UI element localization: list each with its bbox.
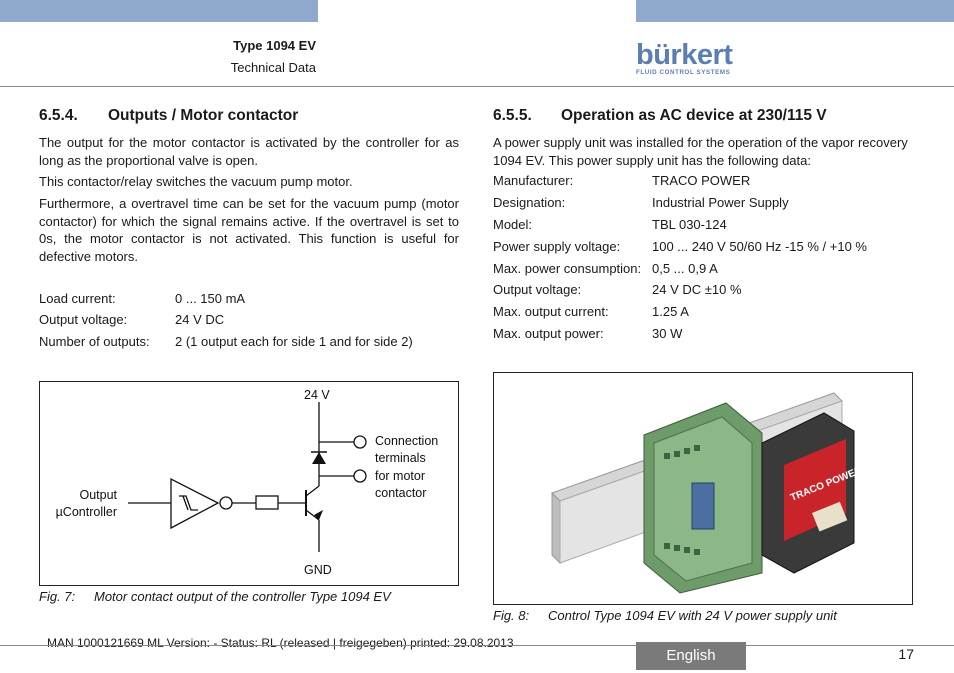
spec-label: Number of outputs: — [39, 334, 150, 349]
spec-value: 30 W — [652, 326, 683, 341]
top-bar-left — [0, 0, 318, 22]
power-supply-sticker — [811, 501, 848, 532]
spec-value: 24 V DC — [175, 312, 225, 327]
spec-label: Manufacturer: — [493, 173, 574, 188]
caption-text: Motor contact output of the controller T… — [94, 589, 391, 604]
header-divider — [0, 86, 954, 87]
freewheel-diode — [312, 452, 326, 464]
logo-tagline: FLUID CONTROL SYSTEMS — [636, 69, 731, 76]
spec-label: Model: — [493, 217, 533, 232]
figure-caption: Fig. 7: Motor contact output of the contr… — [39, 589, 391, 604]
spec-label: Output voltage: — [493, 282, 582, 297]
supply-label: 24 V — [304, 388, 330, 402]
spec-label: Output voltage: — [39, 312, 128, 327]
output-label-line: contactor — [375, 486, 426, 500]
hysteresis-symbol — [179, 495, 198, 511]
circuit-diagram-figure: 24 V GND Output µController Connection t… — [39, 381, 459, 586]
terminal-2 — [353, 469, 367, 483]
din-rail-side — [551, 491, 561, 565]
top-bar-right — [636, 0, 954, 22]
transistor-collector — [305, 485, 320, 497]
section-heading-ac-operation: 6.5.5. Operation as AC device at 230/115 … — [493, 107, 827, 125]
emitter-arrow — [314, 510, 323, 520]
document-type-title: Type 1094 EV — [233, 38, 316, 53]
spec-label: Max. output power: — [493, 326, 604, 341]
spec-label: Power supply voltage: — [493, 239, 621, 254]
power-supply-illustration: TRACO POWER — [551, 392, 864, 594]
logo-wordmark: bürkert — [636, 39, 733, 71]
inverter-bubble — [219, 496, 233, 510]
output-label-line: for motor — [375, 469, 425, 483]
paragraph: The output for the motor contactor is ac… — [39, 135, 459, 168]
section-number: 6.5.5. — [493, 107, 532, 124]
spec-value: 24 V DC ±10 % — [652, 282, 742, 297]
input-label-line1: Output — [79, 488, 117, 502]
paragraph: Furthermore, a overtravel time can be se… — [39, 196, 459, 264]
document-chapter-subtitle: Technical Data — [230, 60, 316, 75]
input-label-line2: µController — [56, 505, 117, 519]
document-print-info: MAN 1000121669 ML Version: - Status: RL … — [47, 636, 514, 650]
spec-value: 100 ... 240 V 50/60 Hz -15 % / +10 % — [652, 239, 867, 254]
section-number: 6.5.4. — [39, 107, 78, 124]
spec-label: Load current: — [39, 291, 116, 306]
spec-value: 1.25 A — [652, 304, 689, 319]
resistor — [255, 495, 279, 510]
spec-label: Designation: — [493, 195, 566, 210]
circuit-diagram: 24 V GND Output µController Connection t… — [56, 388, 439, 577]
spec-label: Max. output current: — [493, 304, 609, 319]
caption-text: Control Type 1094 EV with 24 V power sup… — [548, 608, 837, 623]
spec-value: 2 (1 output each for side 1 and for side… — [175, 334, 413, 349]
spec-value: 0 ... 150 mA — [175, 291, 246, 306]
section-title: Operation as AC device at 230/115 V — [561, 107, 827, 124]
figure-caption: Fig. 8: Control Type 1094 EV with 24 V po… — [493, 608, 837, 623]
spec-value: Industrial Power Supply — [652, 195, 789, 210]
spec-value: TBL 030-124 — [652, 217, 727, 232]
spec-value: 0,5 ... 0,9 A — [652, 261, 718, 276]
ground-label: GND — [304, 563, 332, 577]
product-photo-figure: TRACO POWER — [493, 372, 913, 605]
section-heading-outputs: 6.5.4. Outputs / Motor contactor — [39, 107, 298, 125]
output-label-line: terminals — [375, 451, 426, 465]
page-number: 17 — [898, 646, 914, 662]
terminal-1 — [353, 435, 367, 449]
burkert-logo: bürkert FLUID CONTROL SYSTEMS — [636, 40, 736, 80]
paragraph: This contactor/relay switches the vacuum… — [39, 174, 353, 189]
connector — [691, 482, 715, 530]
caption-number: Fig. 8: — [493, 608, 530, 623]
transistor-emitter — [305, 509, 320, 521]
section-title: Outputs / Motor contactor — [108, 107, 299, 124]
paragraph: A power supply unit was installed for th… — [493, 135, 908, 168]
spec-label: Max. power consumption: — [493, 261, 642, 276]
output-label-line: Connection — [375, 434, 438, 448]
spec-value: TRACO POWER — [652, 173, 751, 188]
caption-number: Fig. 7: — [39, 589, 76, 604]
hysteresis-symbol-inner — [182, 495, 189, 511]
language-tab: English — [636, 642, 746, 670]
footer-divider — [0, 645, 954, 646]
schmitt-trigger-buffer — [170, 477, 220, 530]
